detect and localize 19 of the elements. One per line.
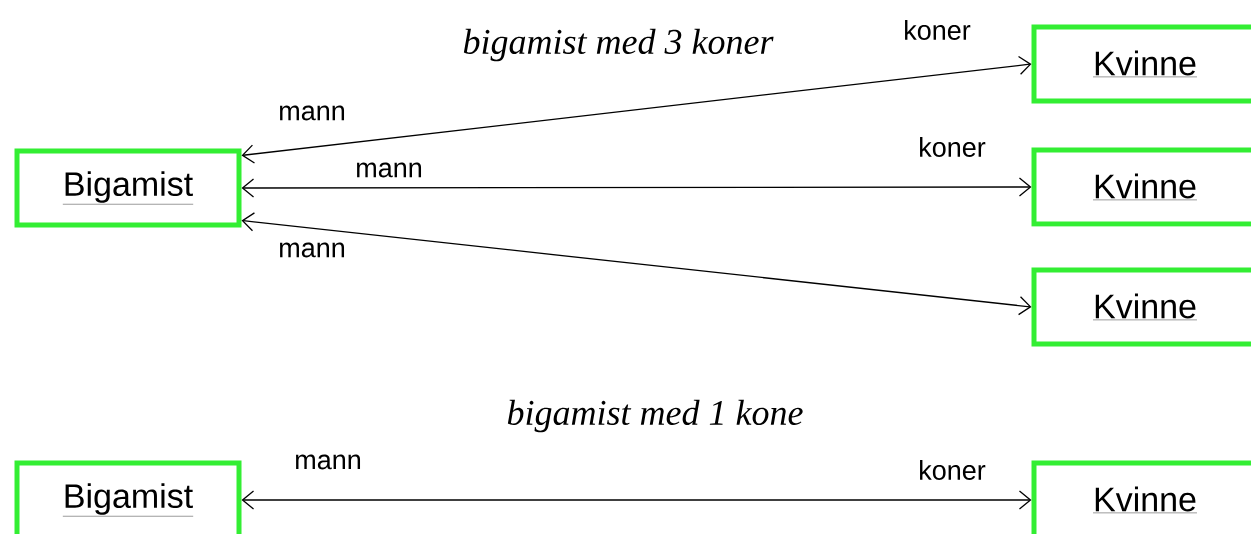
association-line (241, 490, 1032, 510)
role-label: mann (280, 242, 344, 258)
class-box: Kvinne (1031, 24, 1251, 104)
association-line (241, 177, 1032, 198)
class-box: Bigamist (14, 460, 242, 534)
association-line (241, 212, 1032, 316)
class-box: Kvinne (1031, 460, 1251, 534)
role-label: koner (920, 460, 986, 480)
scenario-heading: bigamist med 3 koner (463, 28, 774, 62)
role-label: koner (920, 137, 986, 157)
role-label: koner (905, 20, 971, 40)
role-label: mann (296, 454, 360, 470)
class-box: Kvinne (1031, 267, 1251, 347)
class-box: Bigamist (14, 148, 242, 228)
role-label: mann (280, 105, 344, 121)
scenario-heading: bigamist med 1 kone (507, 399, 803, 433)
role-label: mann (357, 162, 421, 178)
class-box: Kvinne (1031, 147, 1251, 227)
association-line (241, 55, 1032, 164)
